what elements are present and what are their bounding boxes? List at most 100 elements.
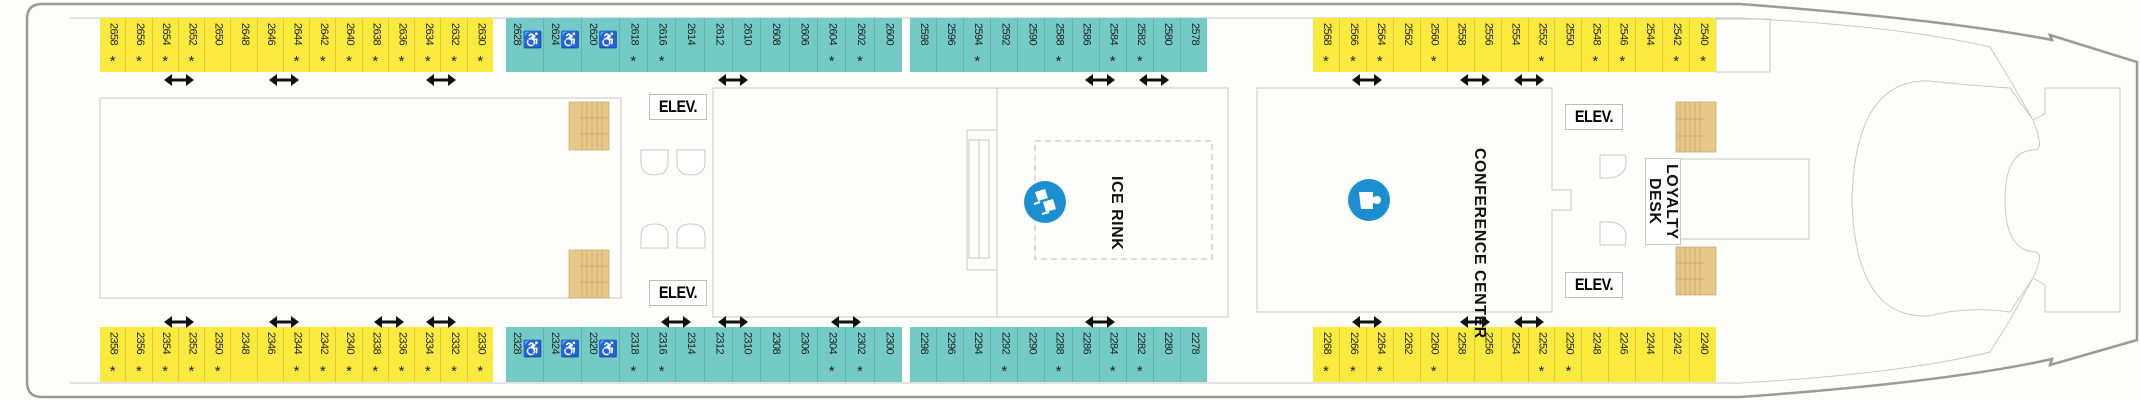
cabin-2332[interactable]: 2332* [441,327,468,382]
cabin-2640[interactable]: 2640* [336,18,363,72]
cabin-2254[interactable]: 2254 [1501,327,1529,382]
cabin-2338[interactable]: 2338* [362,327,389,382]
cabin-2358[interactable]: 2358* [100,327,127,382]
cabin-2248[interactable]: 2248 [1582,327,1610,382]
cabin-2344[interactable]: 2344* [283,327,311,382]
cabin-2306[interactable]: 2306 [789,327,818,382]
cabin-2244[interactable]: 2244 [1636,327,1664,382]
cabin-2286[interactable]: 2286 [1072,327,1100,382]
cabin-2292[interactable]: 2292* [991,327,1019,382]
cabin-2328[interactable]: 2328♿ [506,327,544,382]
cabin-2564[interactable]: 2564* [1366,18,1394,72]
cabin-2304[interactable]: 2304* [817,327,847,382]
cabin-2268[interactable]: 2268* [1313,327,1340,382]
cabin-2612[interactable]: 2612 [704,18,733,72]
cabin-2240[interactable]: 2240 [1690,327,1717,382]
cabin-2350[interactable]: 2350* [205,327,232,382]
cabin-2594[interactable]: 2594* [964,18,992,72]
cabin-2560[interactable]: 2560* [1420,18,1448,72]
cabin-2262[interactable]: 2262 [1393,327,1421,382]
cabin-2542[interactable]: 2542* [1663,18,1691,72]
cabin-2580[interactable]: 2580 [1153,18,1181,72]
cabin-2578[interactable]: 2578 [1180,18,1208,72]
cabin-2590[interactable]: 2590 [1018,18,1046,72]
cabin-2582[interactable]: 2582* [1126,18,1154,72]
cabin-2266[interactable]: 2266* [1339,327,1367,382]
cabin-2618[interactable]: 2618* [619,18,648,72]
cabin-2624[interactable]: 2624♿ [543,18,582,72]
cabin-2252[interactable]: 2252* [1528,327,1556,382]
cabin-2316[interactable]: 2316* [648,327,677,382]
cabin-2302[interactable]: 2302* [846,327,875,382]
cabin-2318[interactable]: 2318* [619,327,648,382]
cabin-2264[interactable]: 2264* [1366,327,1394,382]
cabin-2610[interactable]: 2610 [732,18,762,72]
cabin-2606[interactable]: 2606 [789,18,818,72]
cabin-2548[interactable]: 2548* [1582,18,1610,72]
cabin-2340[interactable]: 2340* [336,327,363,382]
cabin-2334[interactable]: 2334* [415,327,442,382]
cabin-2588[interactable]: 2588* [1045,18,1073,72]
cabin-2638[interactable]: 2638* [362,18,389,72]
cabin-2352[interactable]: 2352* [178,327,206,382]
cabin-2628[interactable]: 2628♿ [506,18,544,72]
cabin-2566[interactable]: 2566* [1339,18,1367,72]
cabin-2646[interactable]: 2646 [257,18,284,72]
cabin-2246[interactable]: 2246 [1609,327,1637,382]
cabin-2648[interactable]: 2648 [231,18,258,72]
cabin-2242[interactable]: 2242 [1663,327,1691,382]
cabin-2636[interactable]: 2636* [388,18,416,72]
cabin-2256[interactable]: 2256 [1474,327,1502,382]
cabin-2310[interactable]: 2310 [732,327,762,382]
cabin-2630[interactable]: 2630* [467,18,493,72]
cabin-2562[interactable]: 2562 [1393,18,1421,72]
cabin-2642[interactable]: 2642* [310,18,337,72]
cabin-2294[interactable]: 2294 [964,327,992,382]
cabin-2280[interactable]: 2280 [1153,327,1181,382]
cabin-2620[interactable]: 2620♿ [581,18,620,72]
cabin-2658[interactable]: 2658* [100,18,127,72]
cabin-2258[interactable]: 2258 [1447,327,1475,382]
cabin-2650[interactable]: 2650 [205,18,232,72]
cabin-2282[interactable]: 2282* [1126,327,1154,382]
cabin-2308[interactable]: 2308 [761,327,790,382]
cabin-2568[interactable]: 2568* [1313,18,1340,72]
cabin-2288[interactable]: 2288* [1045,327,1073,382]
cabin-2314[interactable]: 2314 [676,327,705,382]
cabin-2296[interactable]: 2296 [937,327,965,382]
cabin-2320[interactable]: 2320♿ [581,327,620,382]
cabin-2600[interactable]: 2600 [874,18,902,72]
cabin-2558[interactable]: 2558 [1447,18,1475,72]
cabin-2604[interactable]: 2604* [817,18,847,72]
cabin-2654[interactable]: 2654* [152,18,179,72]
cabin-2596[interactable]: 2596 [937,18,965,72]
cabin-2324[interactable]: 2324♿ [543,327,582,382]
cabin-2652[interactable]: 2652* [178,18,206,72]
cabin-2544[interactable]: 2544 [1636,18,1664,72]
cabin-2632[interactable]: 2632* [441,18,468,72]
cabin-2300[interactable]: 2300 [874,327,902,382]
cabin-2260[interactable]: 2260* [1420,327,1448,382]
cabin-2278[interactable]: 2278 [1180,327,1208,382]
cabin-2598[interactable]: 2598 [910,18,938,72]
cabin-2592[interactable]: 2592 [991,18,1019,72]
cabin-2616[interactable]: 2616* [648,18,677,72]
cabin-2290[interactable]: 2290 [1018,327,1046,382]
cabin-2554[interactable]: 2554 [1501,18,1529,72]
cabin-2298[interactable]: 2298 [910,327,938,382]
cabin-2342[interactable]: 2342* [310,327,337,382]
cabin-2346[interactable]: 2346 [257,327,284,382]
cabin-2586[interactable]: 2586 [1072,18,1100,72]
cabin-2354[interactable]: 2354* [152,327,179,382]
cabin-2602[interactable]: 2602* [846,18,875,72]
cabin-2250[interactable]: 2250* [1555,327,1583,382]
cabin-2312[interactable]: 2312 [704,327,733,382]
cabin-2656[interactable]: 2656* [126,18,153,72]
cabin-2550[interactable]: 2550 [1555,18,1583,72]
cabin-2356[interactable]: 2356* [126,327,153,382]
cabin-2552[interactable]: 2552* [1528,18,1556,72]
cabin-2348[interactable]: 2348 [231,327,258,382]
cabin-2556[interactable]: 2556 [1474,18,1502,72]
cabin-2330[interactable]: 2330* [467,327,493,382]
cabin-2540[interactable]: 2540* [1690,18,1717,72]
